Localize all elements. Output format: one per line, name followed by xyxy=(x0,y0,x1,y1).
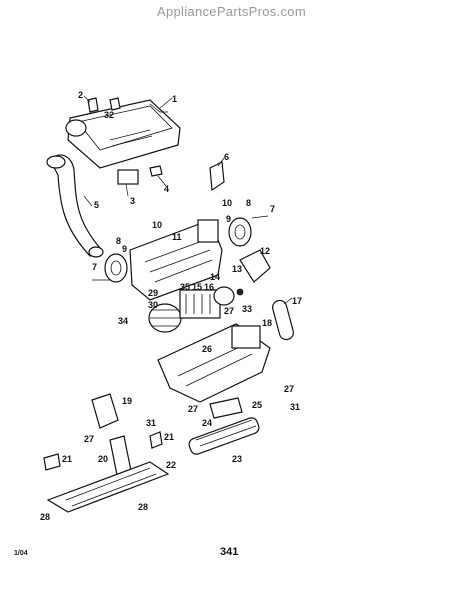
callout-23: 23 xyxy=(232,454,242,464)
knob-part xyxy=(149,165,163,177)
hood-cover-part xyxy=(65,99,181,169)
callout-31b: 31 xyxy=(146,418,156,428)
bottom-plate-part xyxy=(46,461,170,513)
callout-20: 20 xyxy=(98,454,108,464)
footer-date: 1/04 xyxy=(14,550,28,557)
callout-25: 25 xyxy=(252,400,262,410)
callout-24: 24 xyxy=(202,418,212,428)
brush-roll-part xyxy=(188,417,260,455)
callout-22: 22 xyxy=(166,460,176,470)
leader-lines xyxy=(83,95,293,305)
callout-27b: 27 xyxy=(284,384,294,394)
callout-16: 16 xyxy=(204,282,214,292)
callout-28a: 28 xyxy=(138,502,148,512)
callout-34: 34 xyxy=(118,316,128,326)
nozzle-housing-part xyxy=(157,323,271,403)
callout-4: 4 xyxy=(164,184,169,194)
release-lever-part xyxy=(209,161,225,192)
axle-right-part xyxy=(251,215,269,219)
callout-33: 33 xyxy=(242,304,252,314)
callout-14: 14 xyxy=(210,272,220,282)
callout-32: 32 xyxy=(104,110,114,120)
callout-12: 12 xyxy=(260,246,270,256)
callout-1: 1 xyxy=(172,94,177,104)
clip-left-part xyxy=(43,453,61,471)
callout-9b: 9 xyxy=(122,244,127,254)
callout-5: 5 xyxy=(94,200,99,210)
callout-7b: 7 xyxy=(92,262,97,272)
callout-21b: 21 xyxy=(62,454,72,464)
hose-tube-part xyxy=(46,154,104,258)
callout-31a: 31 xyxy=(290,402,300,412)
callout-35: 35 xyxy=(180,282,190,292)
callout-8a: 8 xyxy=(246,198,251,208)
cover-part xyxy=(209,397,243,419)
belt-guard-part xyxy=(239,249,271,283)
callout-13: 13 xyxy=(232,264,242,274)
callout-3: 3 xyxy=(130,196,135,206)
motor-assembly-part xyxy=(148,286,244,333)
watermark: AppliancePartsPros.com xyxy=(157,4,306,19)
page-number: 341 xyxy=(220,546,239,558)
callout-17: 17 xyxy=(292,296,302,306)
top-clips-part xyxy=(87,97,121,113)
callout-28b: 28 xyxy=(40,512,50,522)
wheel-left-part xyxy=(104,253,128,283)
callout-27c: 27 xyxy=(188,404,198,414)
callout-26: 26 xyxy=(202,344,212,354)
callout-10a: 10 xyxy=(222,198,232,208)
wheel-right-part xyxy=(228,217,252,247)
callout-29: 29 xyxy=(148,288,158,298)
bracket-part xyxy=(91,393,119,429)
base-chassis-part xyxy=(129,219,223,301)
callout-10b: 10 xyxy=(152,220,162,230)
callout-7a: 7 xyxy=(270,204,275,214)
callout-27a: 27 xyxy=(224,306,234,316)
callout-8b: 8 xyxy=(116,236,121,246)
callout-11: 11 xyxy=(172,232,182,242)
callout-19: 19 xyxy=(122,396,132,406)
callout-15: 15 xyxy=(192,282,202,292)
callout-6: 6 xyxy=(224,152,229,162)
callout-9a: 9 xyxy=(226,214,231,224)
callout-18: 18 xyxy=(262,318,272,328)
callout-27d: 27 xyxy=(84,434,94,444)
callout-2: 2 xyxy=(78,90,83,100)
callout-21a: 21 xyxy=(164,432,174,442)
callout-30: 30 xyxy=(148,300,158,310)
belt-part xyxy=(272,299,294,341)
clip-right-part xyxy=(149,431,163,449)
latch-block-part xyxy=(117,169,139,185)
